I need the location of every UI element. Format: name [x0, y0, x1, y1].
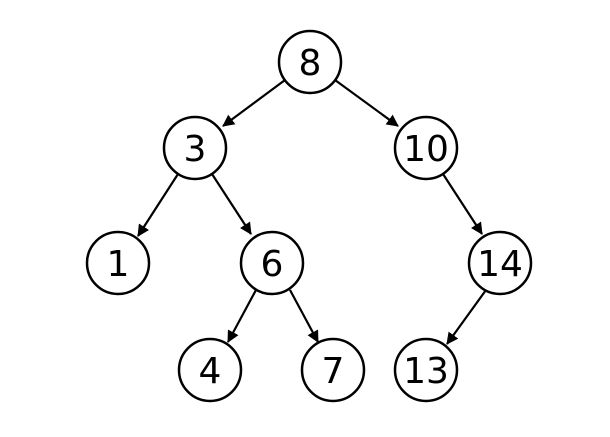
- node-label: 14: [477, 244, 523, 285]
- node-label: 4: [199, 351, 222, 392]
- node-label: 13: [403, 351, 449, 392]
- edge-3-1: [137, 173, 179, 237]
- edge-6-4: [227, 289, 257, 343]
- tree-node: 8: [277, 29, 343, 95]
- edge-8-10: [334, 79, 399, 127]
- edge-3-6: [211, 173, 252, 235]
- node-label: 1: [107, 244, 130, 285]
- tree-node: 13: [393, 337, 459, 403]
- tree-node: 1: [85, 230, 151, 296]
- node-label: 3: [184, 129, 207, 170]
- tree-node: 6: [239, 230, 305, 296]
- node-label: 10: [403, 129, 449, 170]
- edge-6-7: [289, 289, 319, 343]
- tree-node: 3: [162, 115, 228, 181]
- node-label: 8: [299, 43, 322, 84]
- nodes: 8 3 10 1 6 14: [85, 29, 533, 403]
- node-label: 6: [261, 244, 284, 285]
- tree-node: 7: [300, 337, 366, 403]
- tree-node: 10: [393, 115, 459, 181]
- edges: [137, 79, 487, 345]
- edge-10-14: [442, 173, 483, 235]
- edge-14-13: [446, 289, 487, 345]
- node-label: 7: [322, 351, 345, 392]
- tree-node: 14: [467, 230, 533, 296]
- edge-8-3: [222, 79, 286, 127]
- tree-node: 4: [177, 337, 243, 403]
